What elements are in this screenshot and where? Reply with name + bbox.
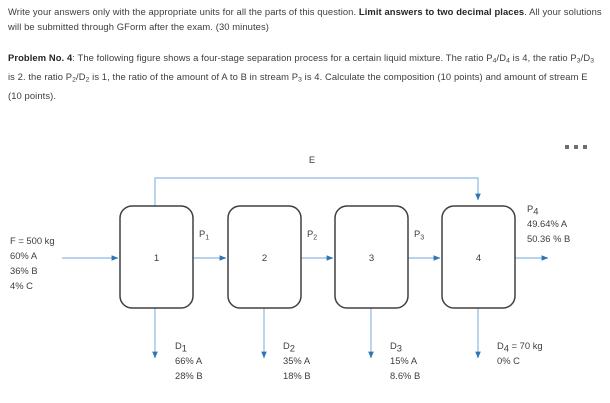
problem-text-h: is 4. Calculate the composition (10 poin… (8, 70, 588, 101)
unit-box-3[interactable]: 3 (334, 205, 409, 309)
problem-sub-a: 4 (492, 57, 497, 65)
problem-sub-e: 2 (72, 76, 76, 84)
process-flow-diagram: E (0, 130, 610, 403)
unit-3-label: 3 (369, 253, 374, 264)
dot-2 (574, 145, 578, 149)
bottoms-D1-line-0: 66% A (175, 355, 203, 366)
problem-sub-b: 4 (506, 57, 510, 65)
unit-box-2[interactable]: 2 (227, 205, 302, 309)
product-P4-line-1: 49.64% A (527, 218, 568, 229)
problem-text-b: /D (496, 52, 507, 63)
stream-P2-label: P2 (307, 228, 317, 241)
product-P4-line-2: 50.36 % B (527, 233, 570, 244)
feed-line-3: 4% C (10, 280, 33, 291)
instructions-paragraph: Write your answers only with the appropr… (8, 4, 602, 34)
stream-D3-composition-text: D3 15% A 8.6% B (390, 340, 420, 381)
more-options-icon[interactable] (565, 140, 587, 154)
unit-1-label: 1 (154, 253, 159, 264)
stream-P4-composition-text: P4 49.64% A 50.36 % B (527, 203, 570, 244)
unit-box-1[interactable]: 1 (119, 205, 194, 309)
bottoms-D1-label: D1 (175, 340, 187, 353)
instructions-text-part1: Write your answers only with the appropr… (8, 6, 359, 17)
product-P4-label: P4 (527, 203, 538, 216)
unit-4-label: 4 (476, 253, 482, 264)
problem-text-c: is 4, the ratio P (509, 52, 577, 63)
bottoms-D2-label: D2 (283, 340, 295, 353)
bottoms-D2-line-1: 18% B (283, 370, 311, 381)
stream-P1-label: P1 (199, 228, 209, 241)
problem-number-label: Problem No. 4 (8, 52, 73, 63)
stream-F-composition-text: F = 500 kg 60% A 36% B 4% C (10, 235, 55, 291)
problem-text-g: is 1, the ratio of the amount of A to B … (89, 70, 299, 82)
stream-E-label: E (309, 154, 315, 165)
bottoms-D2-line-0: 35% A (283, 355, 311, 366)
dot-3 (583, 145, 587, 149)
instructions-emphasis: Limit answers to two decimal places (358, 6, 525, 17)
unit-2-label: 2 (262, 253, 267, 264)
problem-statement-paragraph: Problem No. 4: The following figure show… (8, 50, 602, 103)
problem-text-f: /D (76, 70, 86, 82)
bottoms-D3-label: D3 (390, 340, 402, 353)
problem-sub-f: 2 (85, 76, 90, 84)
problem-text-a: : The following figure shows a four-stag… (72, 52, 493, 63)
bottoms-D3-line-1: 8.6% B (390, 370, 420, 381)
bottoms-D1-line-1: 28% B (175, 370, 203, 381)
stream-D1-composition-text: D1 66% A 28% B (175, 340, 203, 381)
stream-D4-composition-text: D4 = 70 kg 0% C (497, 340, 543, 366)
bottoms-D4-line-0: 0% C (497, 355, 520, 366)
stream-E-recycle-line (154, 177, 481, 230)
instructions-text-part2: . All your solutions will be submitted t… (8, 6, 602, 33)
problem-text-e: is 2. the ratio P (8, 70, 73, 82)
feed-line-0: F = 500 kg (10, 235, 55, 246)
problem-sub-d: 3 (590, 57, 595, 65)
problem-sub-c: 3 (576, 57, 581, 65)
feed-line-2: 36% B (10, 265, 38, 276)
problem-sub-g: 3 (298, 76, 302, 84)
unit-box-4[interactable]: 4 (441, 205, 516, 309)
stream-P3-label: P3 (414, 228, 424, 241)
problem-text-d: /D (580, 52, 591, 63)
bottoms-D3-line-0: 15% A (390, 355, 418, 366)
bottoms-D4-label: D4 = 70 kg (497, 340, 543, 353)
stream-D2-composition-text: D2 35% A 18% B (283, 340, 311, 381)
feed-line-1: 60% A (10, 250, 38, 261)
dot-1 (565, 145, 569, 149)
